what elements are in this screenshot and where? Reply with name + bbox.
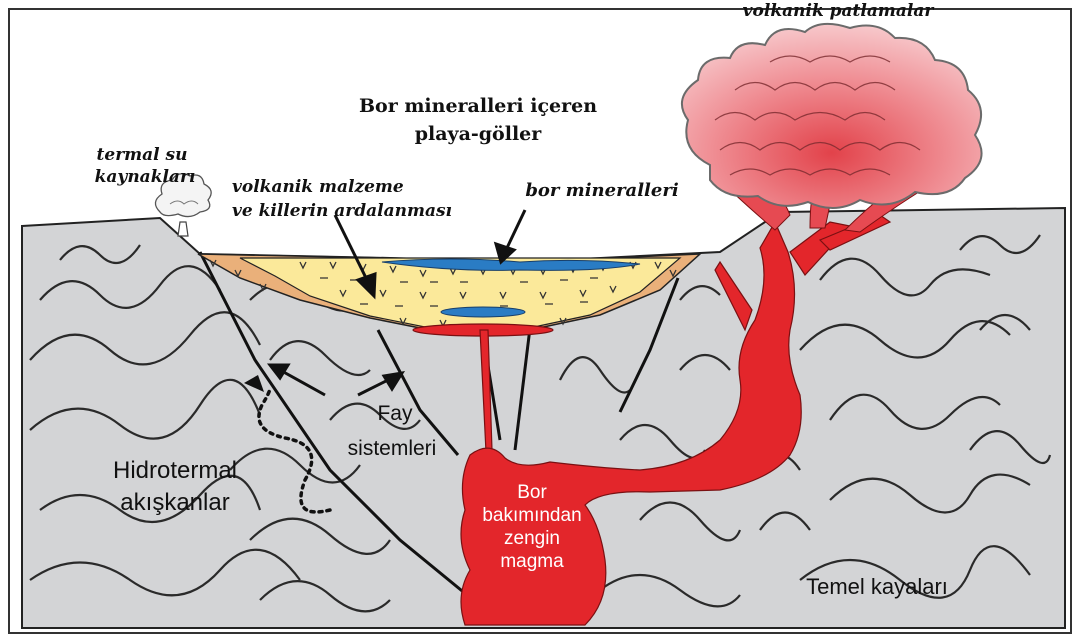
label-hydrothermal-2: akışkanlar	[120, 489, 229, 516]
label-hydrothermal-1: Hidrotermal	[113, 457, 237, 484]
label-magma-1: Bor	[517, 482, 547, 503]
label-fault-1: Fay	[377, 402, 413, 425]
label-volcanic-eruptions: volkanik patlamalar	[743, 1, 935, 21]
label-playa-lakes-1: Bor mineralleri içeren	[359, 95, 597, 117]
label-volcanic-material-2: ve killerin ardalanması	[232, 201, 452, 221]
boron-mineral-lens-lower	[441, 307, 525, 317]
label-fault-2: sistemleri	[348, 437, 437, 460]
label-boron-minerals: bor mineralleri	[525, 180, 679, 201]
label-thermal-springs-2: kaynakları	[95, 167, 196, 187]
label-basement-rocks: Temel kayaları	[806, 574, 948, 599]
label-volcanic-material-1: volkanik malzeme	[232, 177, 404, 197]
label-magma-3: zengin	[504, 528, 560, 549]
label-magma-2: bakımından	[482, 505, 581, 526]
label-magma-4: magma	[500, 551, 564, 572]
label-thermal-springs-1: termal su	[97, 145, 188, 165]
label-playa-lakes-2: playa-göller	[415, 123, 543, 145]
